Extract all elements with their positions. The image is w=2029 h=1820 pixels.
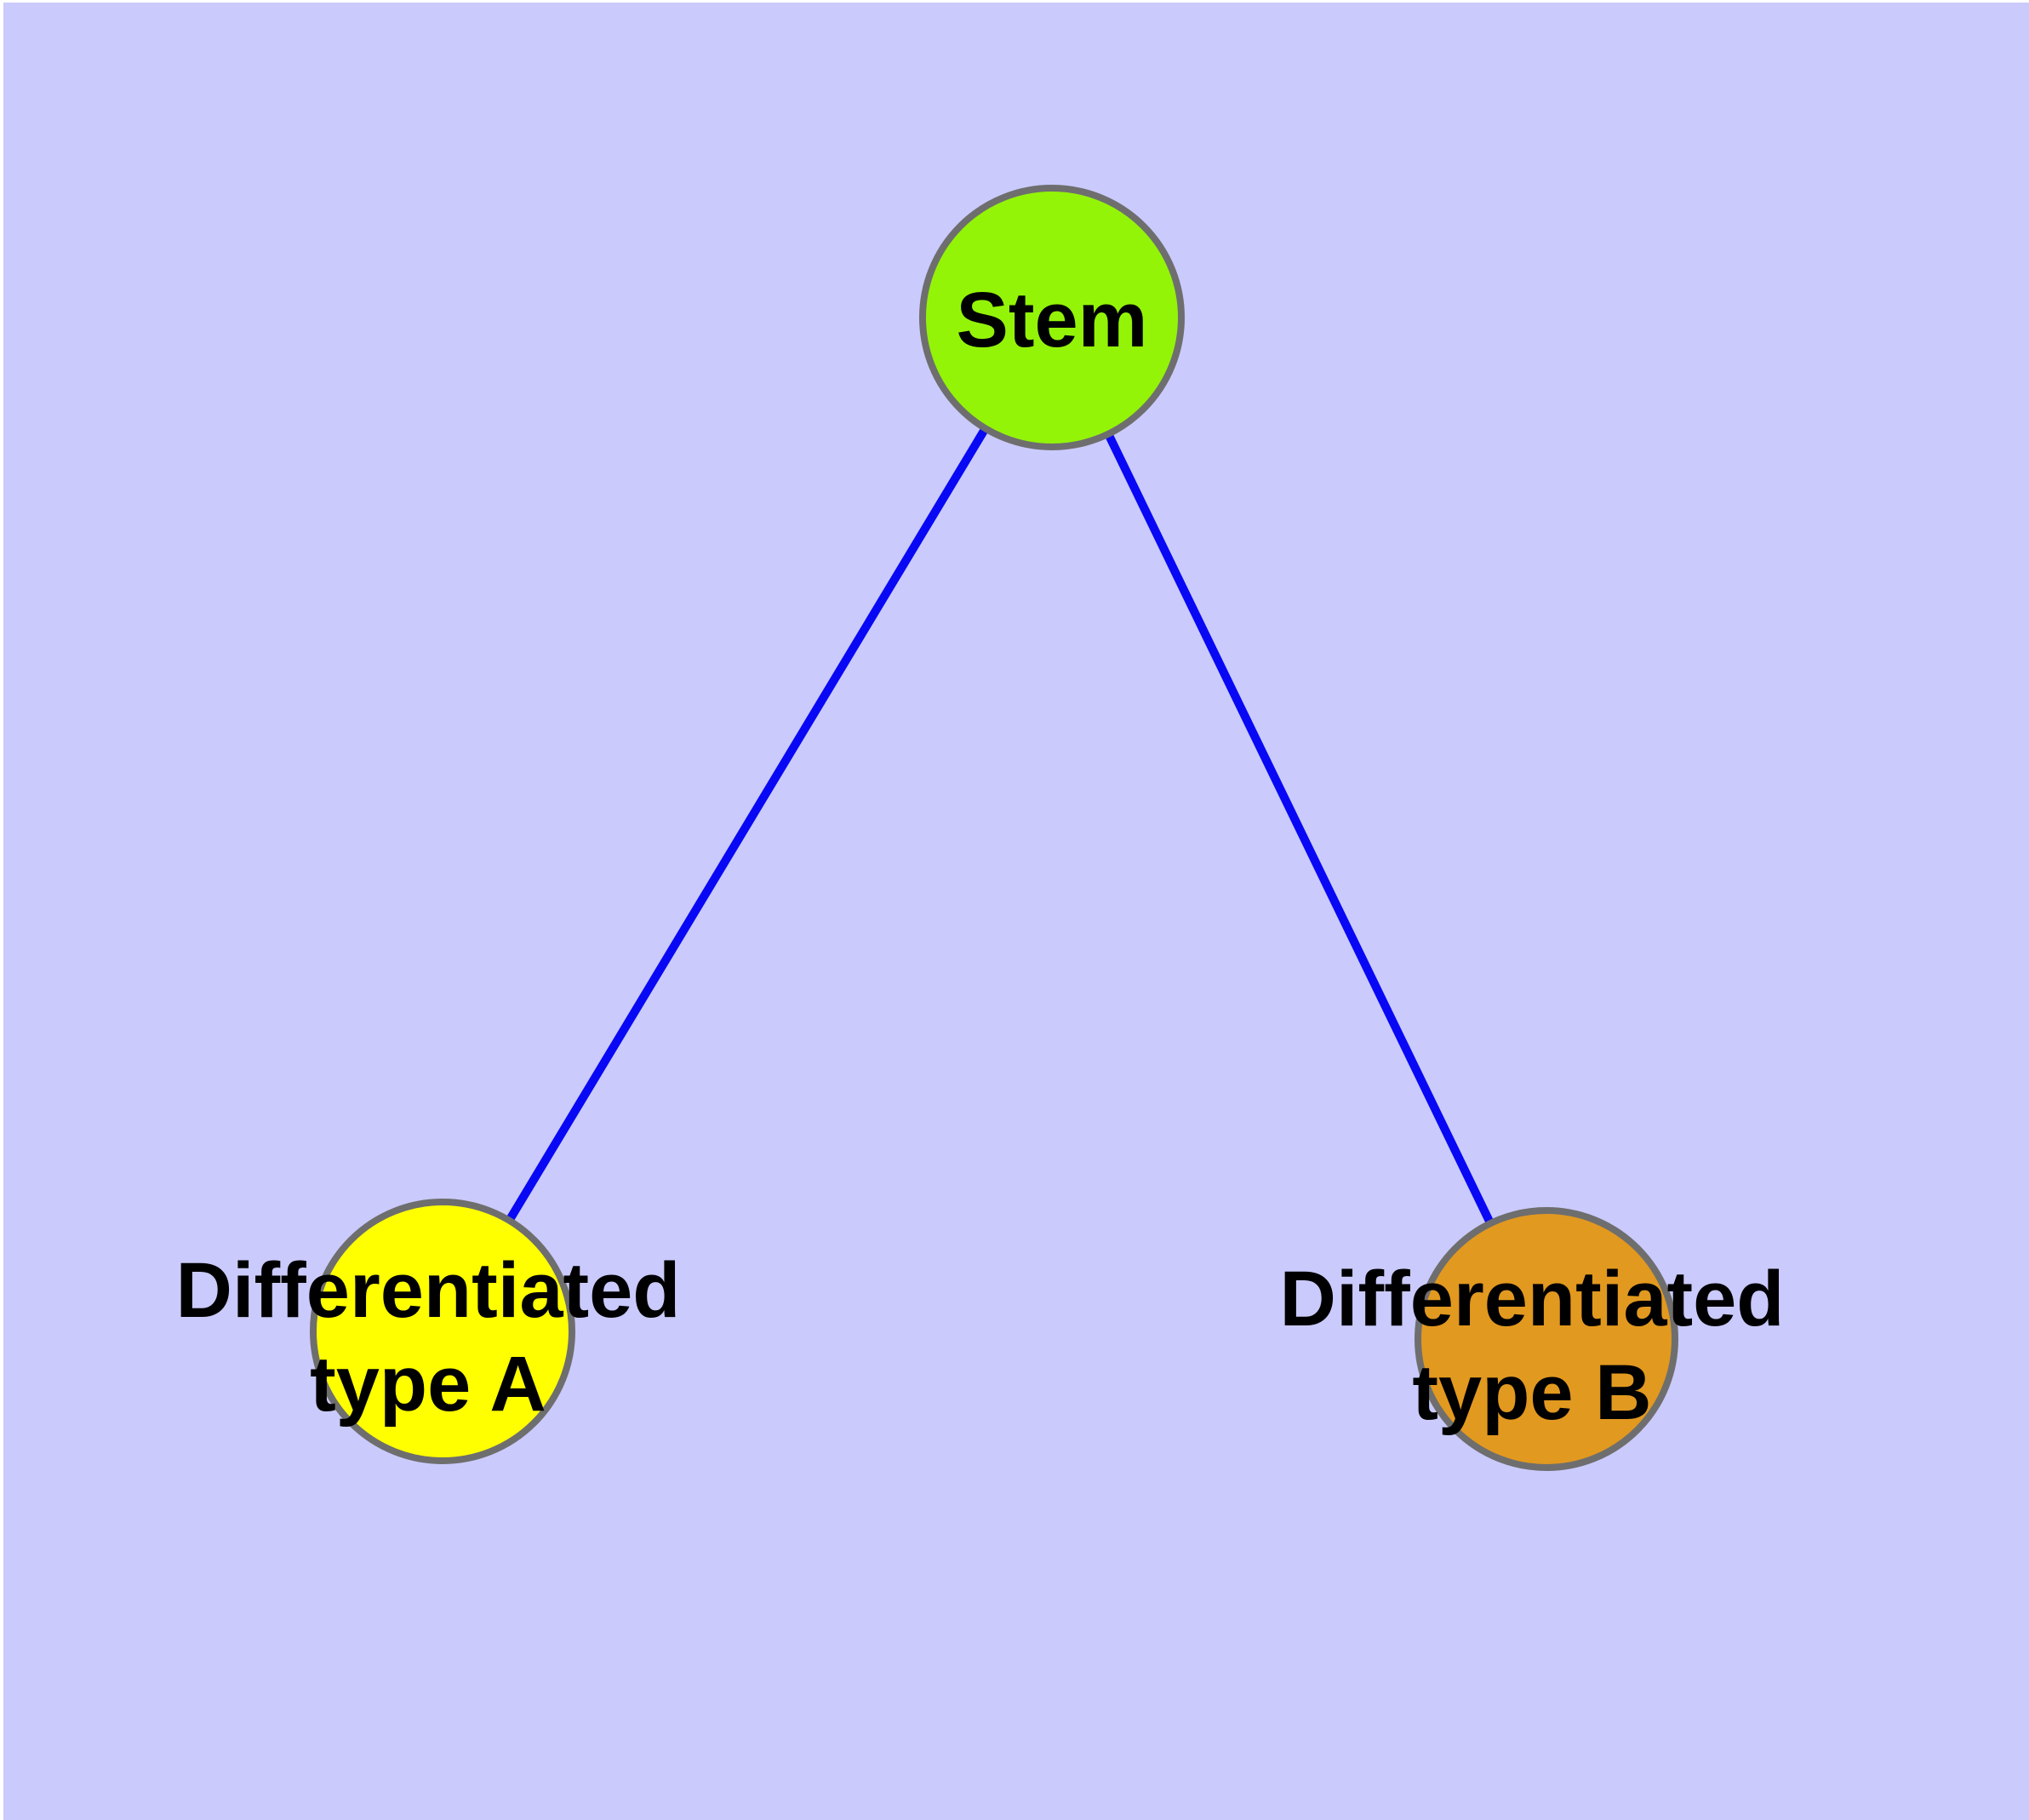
- node-type-a-label-line2: type A: [310, 1341, 546, 1428]
- node-differentiated-type-b: [1415, 1207, 1678, 1471]
- node-type-a-label-line1: Differentiated: [176, 1247, 681, 1334]
- edge-stem-to-type-a: [438, 315, 1056, 1334]
- edge-stem-to-type-b: [1048, 315, 1551, 1342]
- node-type-b-label-line1: Differentiated: [1280, 1256, 1785, 1342]
- node-stem: [919, 185, 1185, 450]
- node-differentiated-type-a: [310, 1199, 575, 1464]
- node-type-b-label-line2: type B: [1412, 1349, 1651, 1436]
- node-stem-label: Stem: [957, 277, 1148, 363]
